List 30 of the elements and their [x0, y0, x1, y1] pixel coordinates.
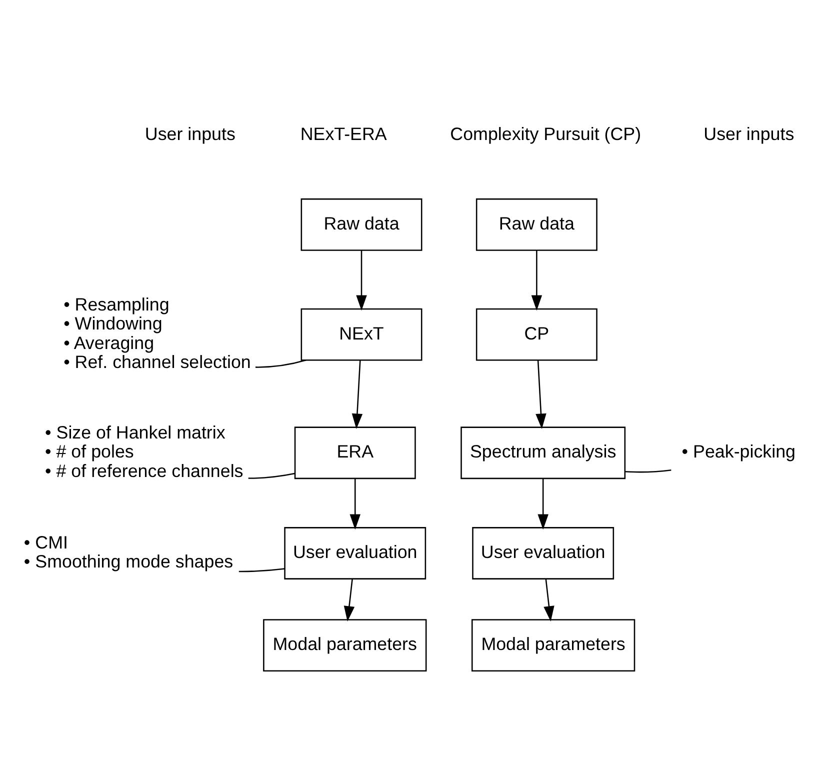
node-box: CP — [476, 308, 598, 361]
arrow — [356, 250, 367, 311]
node-box: Raw data — [476, 198, 598, 251]
node-text: • CMI • Smoothing mode shapes — [24, 532, 234, 572]
arrow — [350, 478, 360, 530]
arrow — [544, 578, 554, 622]
connector — [625, 469, 672, 473]
label: User inputs — [144, 124, 236, 144]
node-box: User evaluation — [472, 527, 614, 580]
arrow — [538, 478, 548, 530]
label: NExT-ERA — [300, 124, 387, 144]
arrow — [531, 250, 542, 311]
connector — [256, 360, 306, 368]
node-box: Modal parameters — [263, 619, 427, 672]
node-box: ERA — [294, 426, 416, 480]
node-text: • Resampling • Windowing • Averaging • Ref. channel selection — [64, 294, 251, 372]
node-box: Spectrum analysis — [460, 426, 626, 480]
label: User inputs — [704, 124, 794, 144]
node-text: • Peak-picking — [682, 442, 796, 462]
arrow — [536, 360, 546, 430]
node-box: User evaluation — [284, 527, 426, 580]
node-box: Modal parameters — [471, 619, 636, 672]
node-text: • Size of Hankel matrix • # of poles • # of reference channels — [45, 422, 244, 481]
label: Complexity Pursuit (CP) — [450, 124, 642, 144]
node-box: Raw data — [300, 198, 422, 251]
connector — [238, 568, 285, 572]
connector — [248, 472, 295, 479]
arrow — [352, 360, 363, 430]
arrow — [344, 578, 355, 622]
node-box: NExT — [300, 308, 422, 361]
